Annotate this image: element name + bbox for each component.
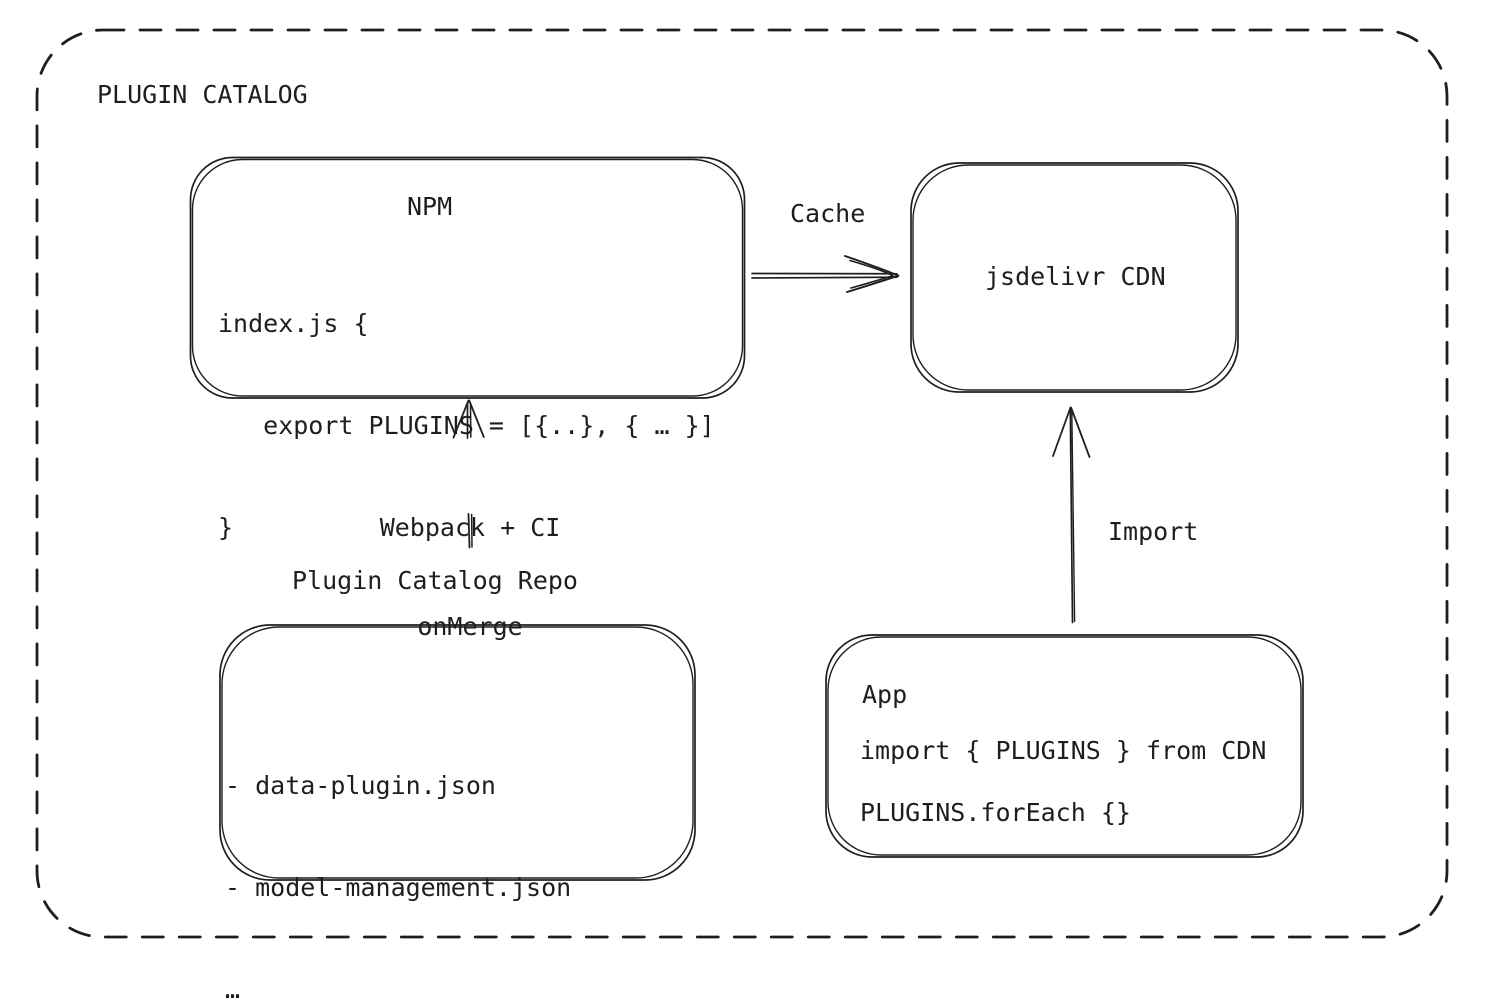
build-arrow (452, 399, 485, 439)
repo-file-item: - data-plugin.json (225, 771, 496, 800)
npm-box (189, 156, 746, 399)
build-arrow-head-left (452, 399, 470, 439)
npm-code-line: } (218, 513, 234, 542)
repo-file-item: … (225, 975, 241, 1002)
cache-arrow-head-2 (849, 259, 894, 289)
cache-arrow (751, 255, 900, 293)
import-arrow-stem-1 (1069, 408, 1074, 624)
cache-edge-label: Cache (790, 199, 866, 228)
repo-box-stroke-1 (219, 624, 696, 881)
import-arrow-head-right (1070, 406, 1091, 458)
cdn-box-stroke-1 (910, 162, 1239, 393)
npm-box-stroke-2 (191, 158, 744, 397)
import-edge-label: Import (1108, 517, 1199, 546)
npm-box-stroke-1 (189, 156, 746, 399)
catalog-boundary-stroke (35, 28, 1449, 939)
repo-label: Plugin Catalog Repo (292, 566, 578, 595)
diagram-title: PLUGIN CATALOG (97, 80, 308, 109)
build-edge-label: Webpack + CI onMerge (380, 445, 561, 709)
repo-file-list: - data-plugin.json - model-management.js… (225, 701, 571, 1002)
app-box-title: App (862, 680, 908, 709)
repo-file-item: - model-management.json (225, 873, 572, 902)
npm-code-line: index.js { (218, 309, 369, 338)
build-edge-label-line: Webpack + CI (379, 513, 561, 542)
import-arrow-stem-2 (1071, 409, 1076, 623)
cache-arrow-head-1 (844, 255, 900, 293)
cdn-box-stroke-2 (912, 164, 1237, 391)
import-arrow (1052, 406, 1091, 624)
app-box-stroke-2 (827, 636, 1302, 856)
build-arrow-head-right (468, 399, 485, 438)
cdn-box (910, 162, 1239, 393)
build-connector-line (467, 513, 473, 549)
npm-box-title: NPM (407, 192, 453, 221)
build-edge-label-line: onMerge (417, 612, 523, 641)
import-arrow-head-left (1052, 406, 1072, 457)
repo-box-stroke-2 (221, 626, 694, 879)
app-box-stroke-1 (825, 634, 1304, 858)
build-connector-stroke-1 (467, 513, 471, 549)
npm-code-line: export PLUGINS = [{..}, { … }] (218, 411, 715, 440)
cache-arrow-line-2 (751, 276, 898, 279)
cdn-box-label: jsdelivr CDN (985, 262, 1166, 291)
app-box (825, 634, 1304, 858)
repo-box (219, 624, 696, 881)
app-code-line: import { PLUGINS } from CDN (860, 736, 1267, 765)
app-code-line: PLUGINS.forEach {} (860, 798, 1131, 827)
catalog-boundary (35, 28, 1449, 939)
npm-code-block: index.js { export PLUGINS = [{..}, { … }… (218, 239, 715, 613)
